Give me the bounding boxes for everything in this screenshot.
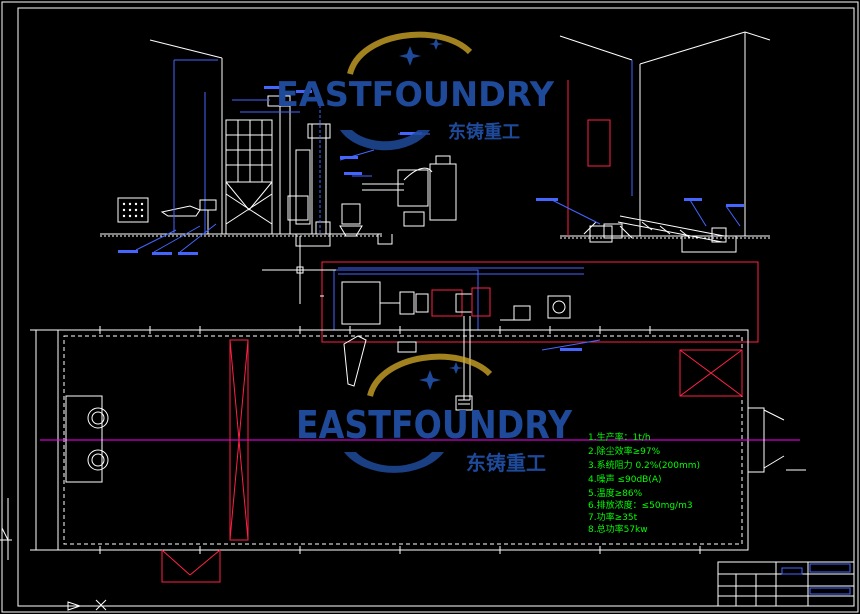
spec-line: 6.排放浓度：≤50mg/m3: [588, 499, 693, 511]
main-building-plan: [7, 326, 806, 583]
spec-line: 2.除尘效率≥97%: [588, 445, 661, 457]
watermark-logo: EASTFOUNDRY 东铸重工: [276, 31, 554, 151]
star-icon: [449, 362, 463, 374]
spec-line: 5.温度≥86%: [588, 487, 643, 499]
spec-line: 8.总功率57kw: [588, 523, 648, 535]
gear-icon: [344, 452, 444, 473]
left-elevation: [100, 39, 457, 255]
star-icon: [419, 370, 441, 390]
gear-icon: [340, 130, 430, 151]
corner-triangle-icon: [1, 527, 9, 541]
watermark-arc: [347, 31, 473, 75]
corner-arrow-icon: [67, 601, 82, 611]
watermark-arc: [367, 353, 493, 397]
watermark-brand: EASTFOUNDRY: [276, 75, 554, 115]
watermark-brand-cn: 东铸重工: [448, 121, 520, 143]
spec-line: 1.生产率：1t/h: [588, 431, 651, 443]
equipment-plan-top: [262, 236, 759, 411]
corner-symbol-icon: [95, 599, 107, 611]
watermark-brand: EASTFOUNDRY: [296, 403, 572, 447]
spec-line: 3.系统阻力 0.2%(200mm): [588, 459, 700, 471]
spec-list: 1.生产率：1t/h 2.除尘效率≥97% 3.系统阻力 0.2%(200mm)…: [588, 431, 700, 535]
star-icon: [429, 38, 443, 50]
star-icon: [399, 46, 421, 66]
right-elevation: [536, 31, 771, 253]
watermark-brand-cn: 东铸重工: [466, 451, 546, 475]
spec-line: 7.功率≥35t: [588, 511, 638, 523]
watermark-logo: EASTFOUNDRY 东铸重工: [296, 353, 572, 475]
drawing-border-inner: [17, 7, 855, 607]
spec-line: 4.噪声 ≤90dB(A): [588, 473, 662, 485]
title-block: [717, 561, 855, 607]
